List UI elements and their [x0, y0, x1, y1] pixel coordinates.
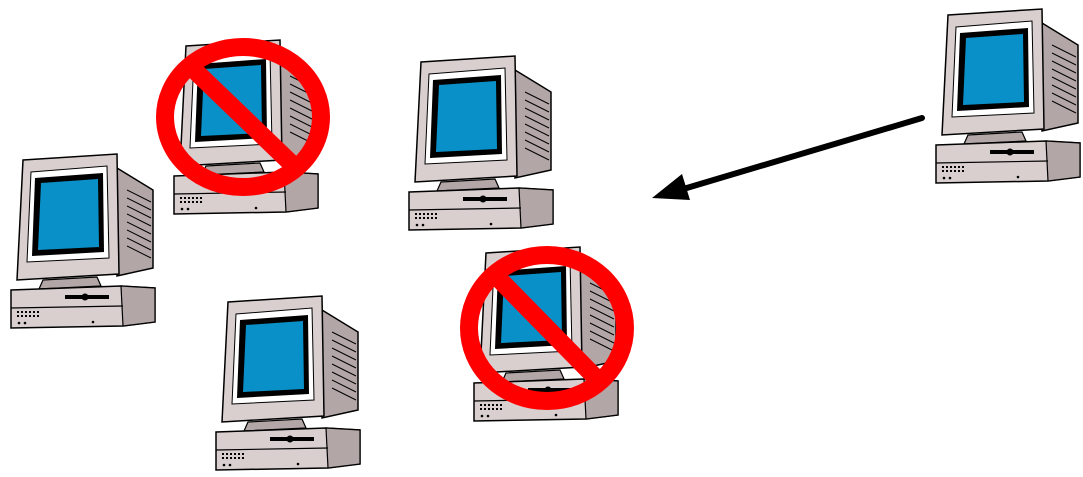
prohibition-icon	[459, 246, 635, 410]
computer-icon	[210, 292, 380, 472]
computer-icon	[930, 5, 1083, 185]
computer-icon	[403, 52, 573, 232]
computer-icon	[5, 150, 175, 330]
arrow-icon	[640, 108, 940, 208]
prohibition-icon	[155, 38, 331, 196]
